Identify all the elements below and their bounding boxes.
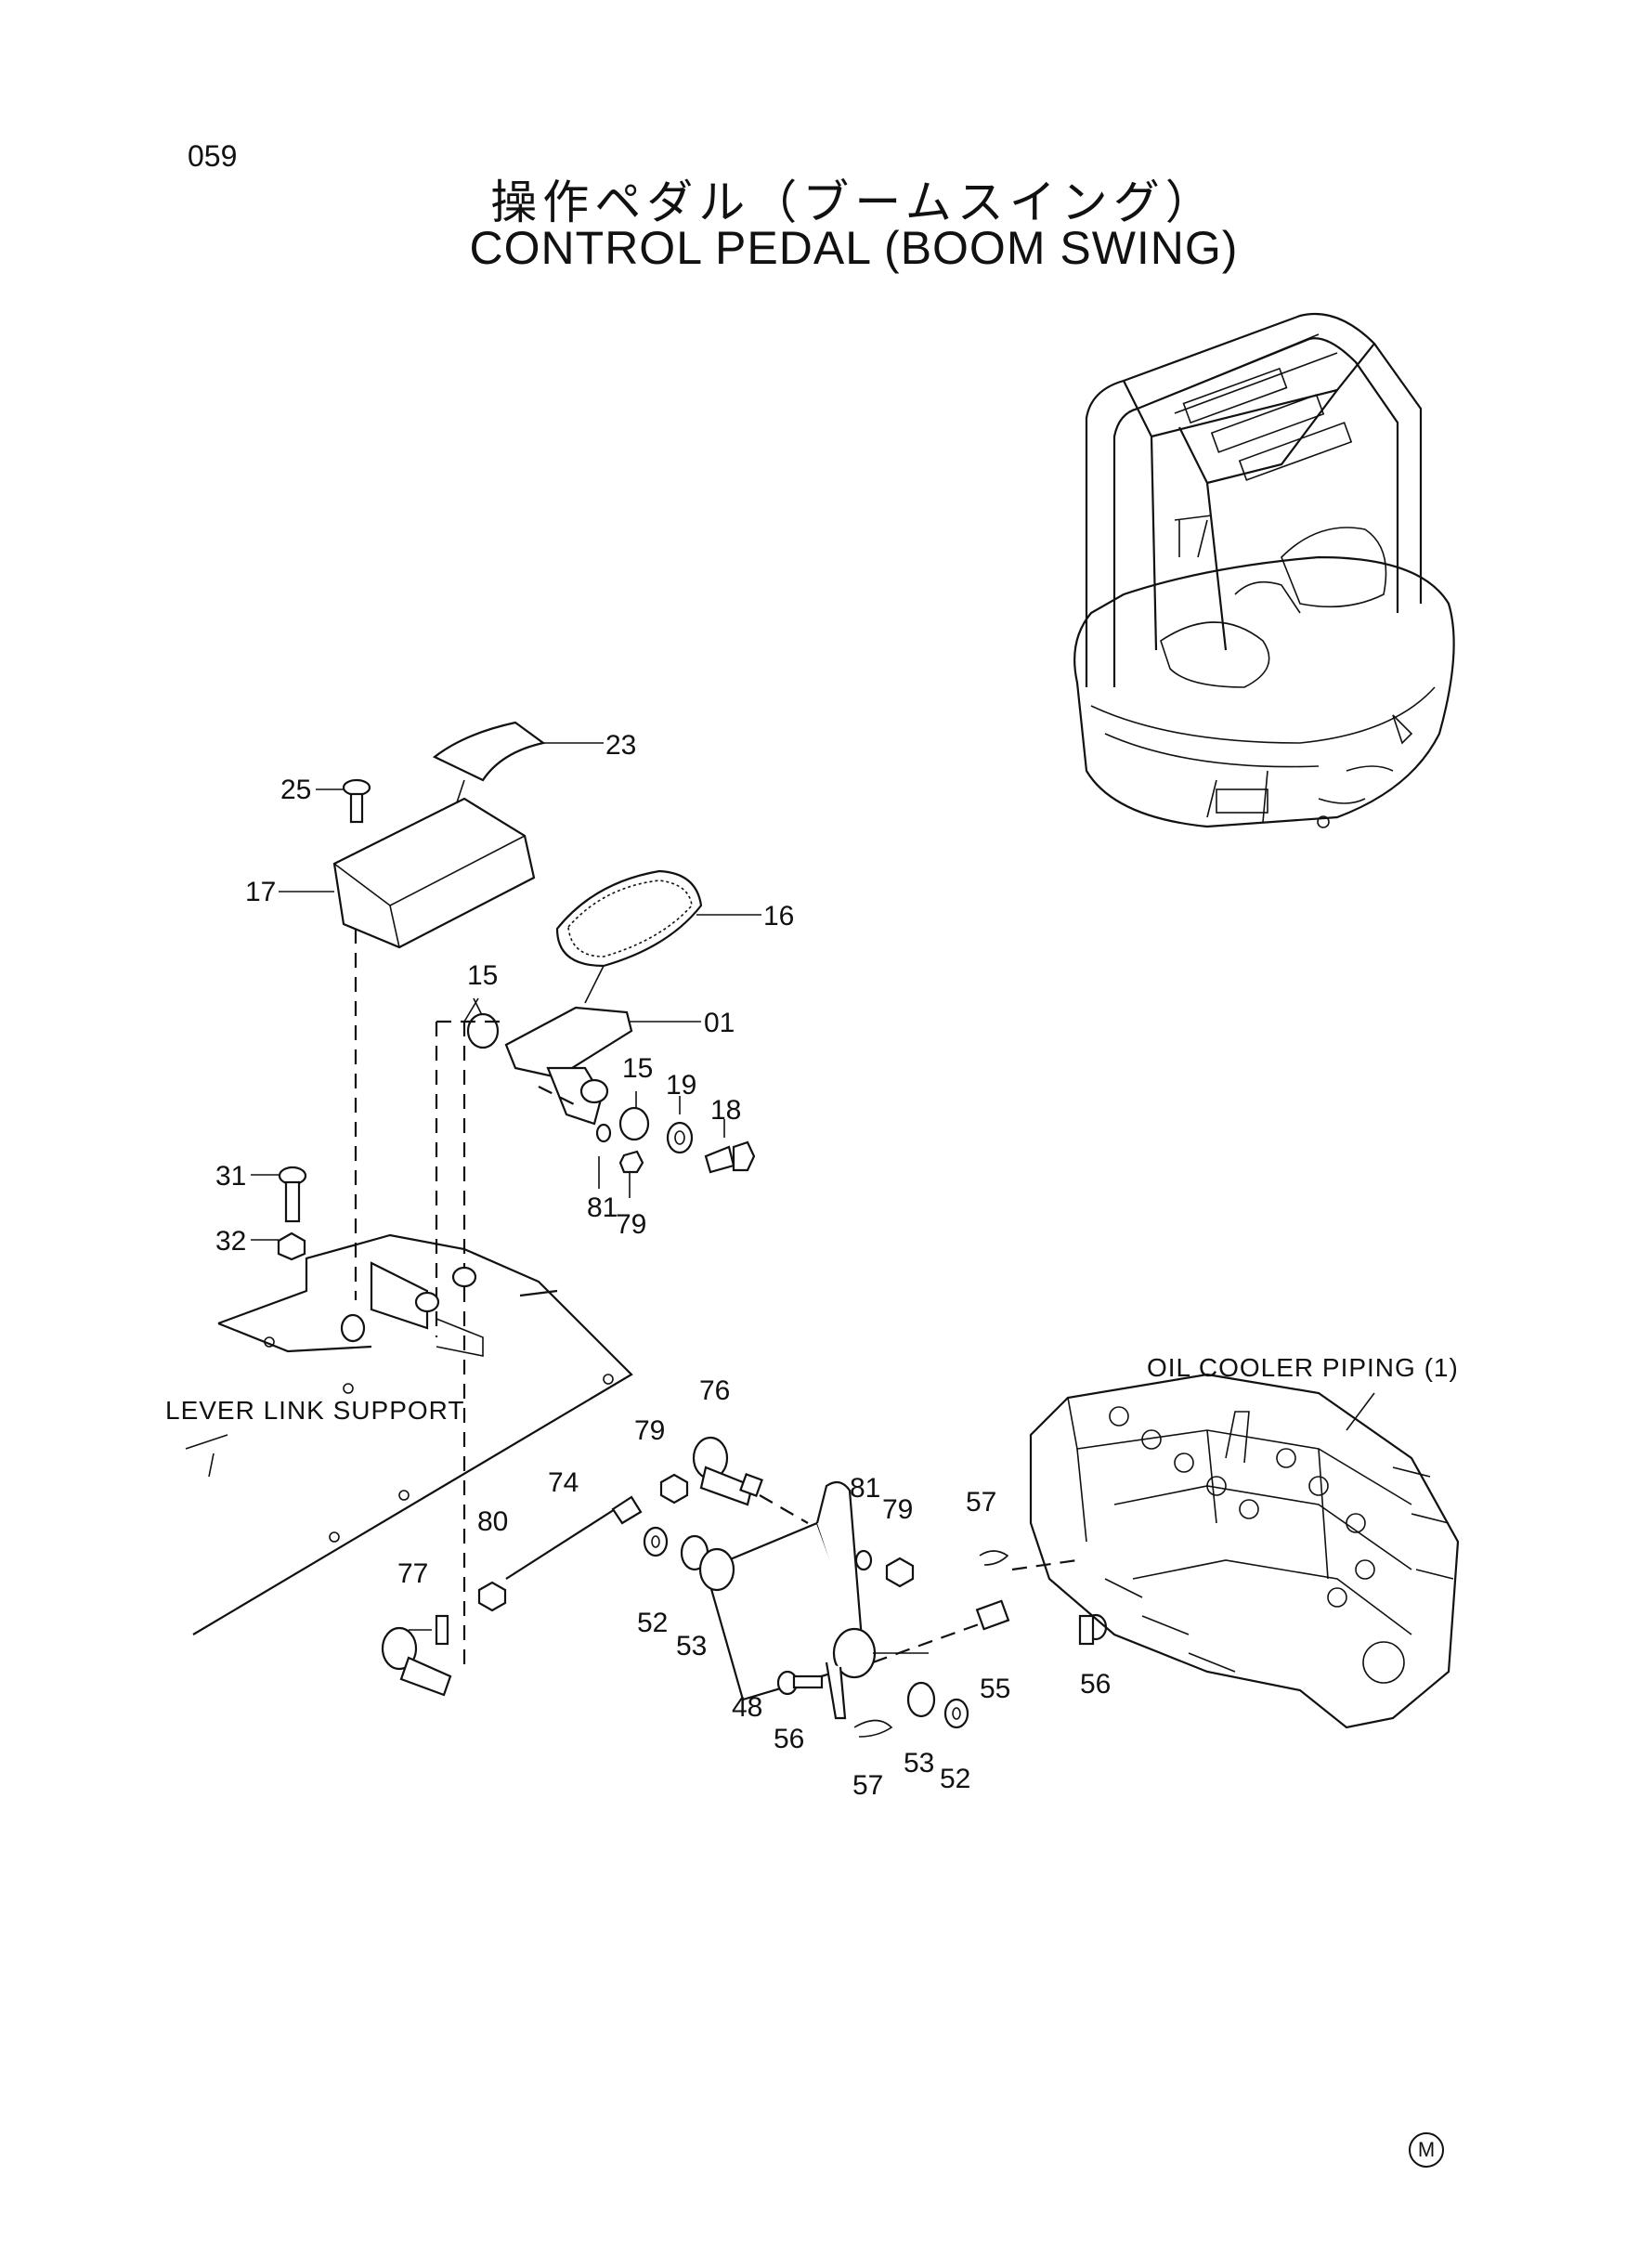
- excavator-overview-drawing: [1073, 312, 1455, 828]
- callout-74: 74: [548, 1467, 579, 1498]
- page-number: 059: [188, 139, 238, 173]
- part-52-washer-a: [643, 1526, 669, 1557]
- callout-77: 77: [397, 1558, 428, 1589]
- part-17-cover: [332, 797, 536, 949]
- callout-17: 17: [245, 877, 276, 907]
- lever-link-support-label: LEVER LINK SUPPORT: [165, 1396, 464, 1425]
- part-81-ring: [595, 1123, 612, 1143]
- callout-32: 32: [215, 1226, 246, 1257]
- callout-81-lower: 81: [850, 1473, 880, 1504]
- part-32-nut: [277, 1231, 306, 1261]
- part-15-bushing-upper: [466, 1012, 500, 1049]
- callout-15-lower: 15: [622, 1053, 653, 1084]
- callout-79-lower: 79: [882, 1494, 913, 1525]
- part-79-nut: [618, 1150, 644, 1174]
- part-81-ring-b: [854, 1549, 873, 1571]
- callout-57-left: 57: [852, 1770, 883, 1801]
- callout-53-left: 53: [676, 1631, 707, 1661]
- part-56-pin-b: [1078, 1613, 1108, 1646]
- callout-76: 76: [699, 1375, 730, 1406]
- part-55-plate: [975, 1599, 1010, 1631]
- callout-15-upper: 15: [467, 960, 498, 991]
- oil-cooler-piping-label: OIL COOLER PIPING (1): [1147, 1353, 1459, 1382]
- part-19-washer: [666, 1121, 694, 1154]
- lever-link-support-plate: [185, 1233, 633, 1635]
- part-15-bushing-lower: [618, 1106, 650, 1141]
- part-23-plate: [432, 721, 546, 782]
- part-18-bolt: [704, 1140, 756, 1174]
- part-56-pin-a: [776, 1670, 824, 1696]
- callout-80: 80: [477, 1506, 508, 1537]
- callout-01: 01: [704, 1008, 735, 1038]
- part-79-nut-b: [659, 1473, 689, 1505]
- callout-79-upper: 79: [616, 1209, 646, 1240]
- part-31-bolt: [278, 1166, 307, 1223]
- part-52-washer-b: [943, 1698, 969, 1729]
- callout-31: 31: [215, 1161, 246, 1192]
- part-80-nut: [477, 1581, 507, 1612]
- part-25-bolt: [342, 778, 371, 824]
- part-57-clip-b: [853, 1719, 893, 1738]
- part-16-pad: [555, 869, 703, 968]
- part-01-pedal: [504, 1006, 633, 1079]
- callout-19: 19: [666, 1070, 696, 1101]
- leader-lines: [251, 742, 761, 1241]
- corner-mark: M: [1409, 2132, 1444, 2168]
- callout-56-right: 56: [1080, 1669, 1111, 1700]
- callout-18: 18: [710, 1095, 741, 1126]
- part-53-bushing-b: [906, 1681, 936, 1718]
- callout-79-middle: 79: [634, 1415, 665, 1446]
- callout-53-right: 53: [904, 1748, 934, 1778]
- part-57-clip-a: [979, 1550, 1009, 1566]
- callout-52-left: 52: [637, 1608, 668, 1638]
- callout-23: 23: [605, 730, 636, 761]
- callout-81-upper: 81: [587, 1192, 618, 1223]
- part-48-shaft: [698, 1480, 877, 1720]
- page-title-english: CONTROL PEDAL (BOOM SWING): [469, 222, 1239, 274]
- callout-57-right: 57: [966, 1487, 996, 1518]
- callout-55: 55: [980, 1674, 1010, 1704]
- page-title-japanese: 操作ペダル（ブームスイング）: [490, 176, 1217, 229]
- callout-56-left: 56: [774, 1724, 804, 1754]
- part-79-nut-c: [885, 1557, 915, 1588]
- callout-48: 48: [732, 1692, 762, 1723]
- callout-16: 16: [763, 901, 794, 932]
- part-74-rod: [505, 1495, 643, 1580]
- part-77-rod-end: [381, 1614, 452, 1697]
- control-valve-drawing: [1029, 1373, 1460, 1729]
- callout-52-right: 52: [940, 1764, 970, 1794]
- callout-25: 25: [280, 775, 311, 805]
- part-76-rod-end: [692, 1436, 763, 1506]
